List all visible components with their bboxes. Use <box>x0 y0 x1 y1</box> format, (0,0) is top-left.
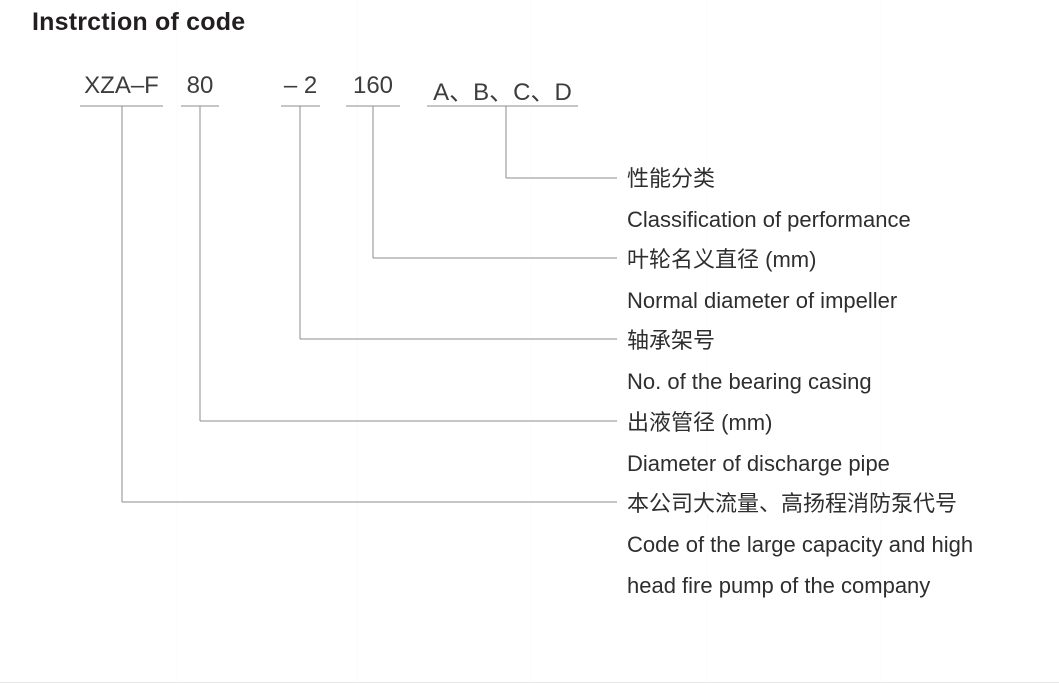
label-chinese: 出液管径 (mm) <box>627 410 773 435</box>
label-english: No. of the bearing casing <box>627 369 872 394</box>
label-english: Classification of performance <box>627 207 911 232</box>
label-block: 叶轮名义直径 (mm) Normal diameter of impeller <box>627 239 897 321</box>
code-segment: XZA–F <box>84 72 159 99</box>
label-chinese: 本公司大流量、高扬程消防泵代号 <box>627 491 958 516</box>
label-block: 性能分类 Classification of performance <box>627 158 911 240</box>
code-segment: 80 <box>186 72 214 99</box>
label-chinese: 叶轮名义直径 (mm) <box>627 247 817 272</box>
label-english: Normal diameter of impeller <box>627 288 898 313</box>
label-chinese: 性能分类 <box>627 166 716 191</box>
label-english: head fire pump of the company <box>627 573 931 598</box>
code-segment: – 2 <box>283 72 318 99</box>
label-block: 出液管径 (mm) Diameter of discharge pipe <box>627 402 890 484</box>
label-english: Code of the large capacity and high <box>627 532 974 557</box>
label-block: 轴承架号 No. of the bearing casing <box>627 320 872 402</box>
label-block: 本公司大流量、高扬程消防泵代号 Code of the large capacit… <box>627 483 973 606</box>
label-chinese: 轴承架号 <box>627 328 716 353</box>
code-segment: A、B、C、D <box>433 79 572 106</box>
page-title: Instrction of code <box>32 8 246 36</box>
code-segment: 160 <box>352 72 394 99</box>
label-english: Diameter of discharge pipe <box>627 451 890 476</box>
